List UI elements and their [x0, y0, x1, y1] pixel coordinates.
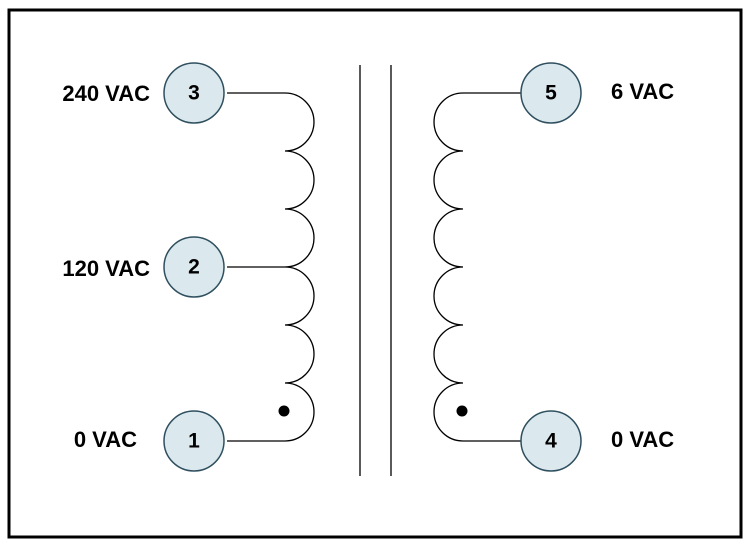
primary-coil	[284, 92, 315, 442]
terminal-1-circle	[163, 410, 225, 472]
terminal-5: 5	[520, 62, 582, 124]
terminal-1-voltage-label: 0 VAC	[74, 427, 137, 452]
secondary-winding	[433, 92, 521, 442]
terminal-4-circle	[520, 410, 582, 472]
secondary-polarity-dot	[456, 405, 468, 417]
terminal-5-voltage-label: 6 VAC	[611, 79, 674, 104]
terminal-3: 3	[163, 62, 225, 124]
terminal-5-circle	[520, 62, 582, 124]
primary-winding	[227, 92, 315, 442]
diagram-border	[7, 8, 743, 539]
terminal-1: 1	[163, 410, 225, 472]
transformer-core	[359, 65, 392, 476]
terminal-3-number: 3	[188, 82, 200, 105]
secondary-coil	[433, 92, 464, 442]
terminal-4: 4	[520, 410, 582, 472]
terminal-2-circle	[163, 236, 225, 298]
primary-polarity-dot	[278, 405, 290, 417]
terminal-4-voltage-label: 0 VAC	[611, 427, 674, 452]
terminal-2-number: 2	[188, 256, 200, 279]
terminal-2: 2	[163, 236, 225, 298]
terminal-3-circle	[163, 62, 225, 124]
terminal-4-number: 4	[545, 430, 557, 453]
terminal-1-number: 1	[188, 430, 200, 453]
terminal-5-number: 5	[545, 82, 557, 105]
terminal-2-voltage-label: 120 VAC	[62, 256, 150, 281]
terminal-3-voltage-label: 240 VAC	[62, 81, 150, 106]
